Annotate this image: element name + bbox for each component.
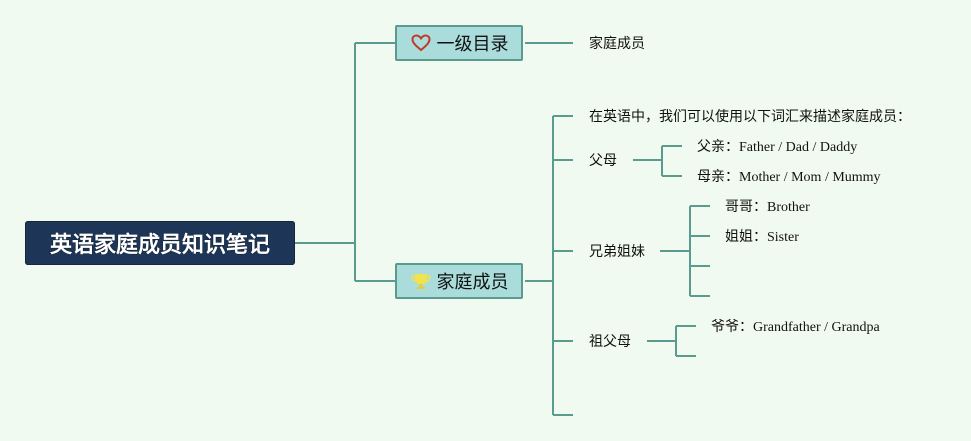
topic-family[interactable]: 家庭成员 — [395, 263, 523, 299]
subtopic-parents[interactable]: 父母 — [589, 153, 617, 169]
topic-level1-label: 一级目录 — [436, 34, 509, 55]
subtopic-intro[interactable]: 在英语中，我们可以使用以下词汇来描述家庭成员： — [589, 109, 911, 125]
root-topic-label: 英语家庭成员知识笔记 — [49, 233, 270, 258]
leaf-mother-prefix: 母亲： — [697, 169, 739, 185]
leaf-mother[interactable]: 母亲：Mother / Mom / Mummy — [697, 169, 881, 186]
trophy-icon — [410, 271, 432, 291]
leaf-father[interactable]: 父亲：Father / Dad / Daddy — [697, 139, 857, 156]
leaf-brother[interactable]: 哥哥：Brother — [725, 199, 810, 216]
leaf-grandpa-english: Grandfather / Grandpa — [753, 320, 880, 335]
leaf-brother-prefix: 哥哥： — [725, 199, 767, 215]
leaf-sister-prefix: 姐姐： — [725, 229, 767, 245]
root-topic[interactable]: 英语家庭成员知识笔记 — [25, 221, 295, 265]
leaf-sister[interactable]: 姐姐：Sister — [725, 229, 799, 246]
topic-level1[interactable]: 一级目录 — [395, 25, 523, 61]
subtopic-family-members[interactable]: 家庭成员 — [589, 36, 645, 52]
leaf-father-english: Father / Dad / Daddy — [739, 140, 858, 155]
heart-icon — [410, 33, 432, 53]
leaf-father-prefix: 父亲： — [697, 139, 739, 155]
subtopic-grandparents[interactable]: 祖父母 — [589, 334, 631, 350]
leaf-sister-english: Sister — [767, 230, 799, 245]
leaf-grandpa[interactable]: 爷爷：Grandfather / Grandpa — [711, 319, 880, 336]
leaf-grandpa-prefix: 爷爷： — [711, 319, 753, 335]
topic-family-label: 家庭成员 — [436, 272, 509, 293]
leaf-mother-english: Mother / Mom / Mummy — [739, 170, 881, 185]
leaf-brother-english: Brother — [767, 200, 810, 215]
subtopic-siblings[interactable]: 兄弟姐妹 — [589, 244, 645, 260]
